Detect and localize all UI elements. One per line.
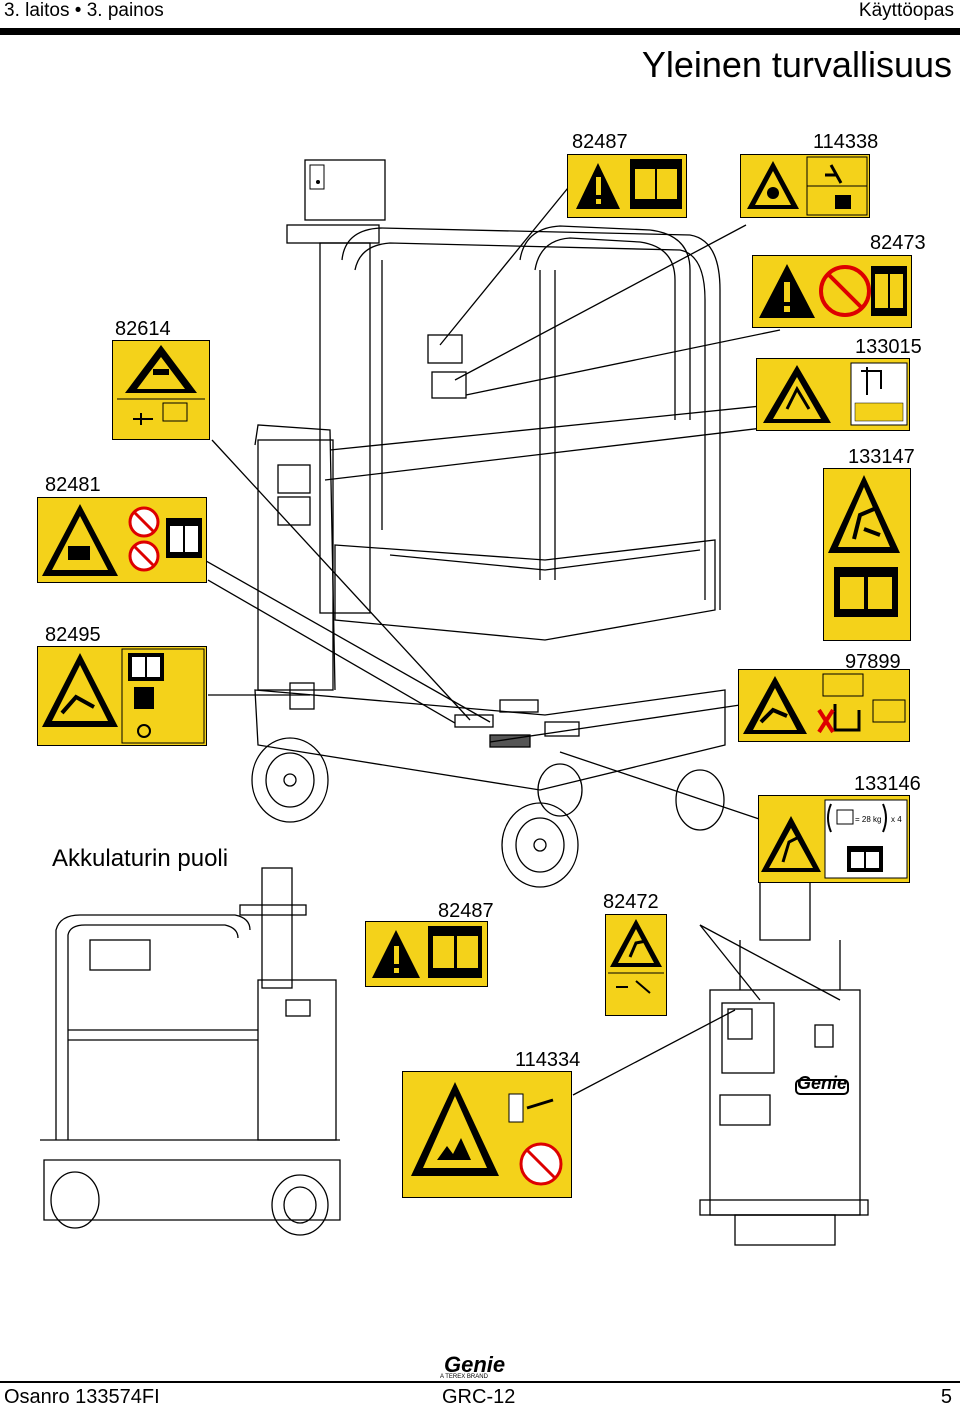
part-number: Osanro 133574FI — [4, 1386, 160, 1408]
label-82487-top: 82487 — [572, 131, 628, 153]
page-number: 5 — [940, 1386, 952, 1408]
decal-133146: = 28 kg x 4 — [758, 795, 910, 883]
label-133147: 133147 — [848, 446, 915, 468]
label-82472: 82472 — [603, 891, 659, 913]
label-82487-bottom: 82487 — [438, 900, 494, 922]
label-82481: 82481 — [45, 474, 101, 496]
label-133015: 133015 — [855, 336, 922, 358]
label-97899: 97899 — [845, 651, 901, 673]
edition-info: 3. laitos • 3. painos — [4, 0, 164, 21]
decal-82473 — [752, 255, 912, 328]
decal-114334 — [402, 1071, 572, 1198]
brand-tagline: A TEREX BRAND — [440, 1374, 488, 1380]
header-rule — [0, 28, 960, 35]
decal-97899 — [738, 669, 910, 742]
weight-text: = 28 kg — [855, 815, 881, 824]
decal-82487-bottom — [365, 921, 488, 987]
brand-logo: Genie — [444, 1352, 506, 1377]
multiplier-text: x 4 — [891, 815, 902, 824]
footer-rule — [0, 1381, 960, 1383]
decal-82487-top — [567, 154, 687, 218]
label-82473: 82473 — [870, 232, 926, 254]
decal-82495 — [37, 646, 207, 746]
section-charger-side: Akkulaturin puoli — [52, 845, 229, 872]
genie-machine-logo: Genie — [797, 1073, 848, 1093]
decal-82614 — [112, 340, 210, 440]
decal-114338 — [740, 154, 870, 218]
label-133146: 133146 — [854, 773, 921, 795]
label-114334: 114334 — [515, 1049, 581, 1071]
manual-name: Käyttöopas — [858, 0, 954, 21]
decal-82472 — [605, 914, 667, 1016]
label-82614: 82614 — [115, 318, 171, 340]
page-title: Yleinen turvallisuus — [641, 44, 952, 85]
decal-133015 — [756, 358, 910, 431]
label-82495: 82495 — [45, 624, 101, 646]
decal-82481 — [37, 497, 207, 583]
label-114338: 114338 — [813, 131, 879, 153]
model-name: GRC-12 — [442, 1386, 516, 1408]
decal-133147 — [823, 468, 911, 641]
